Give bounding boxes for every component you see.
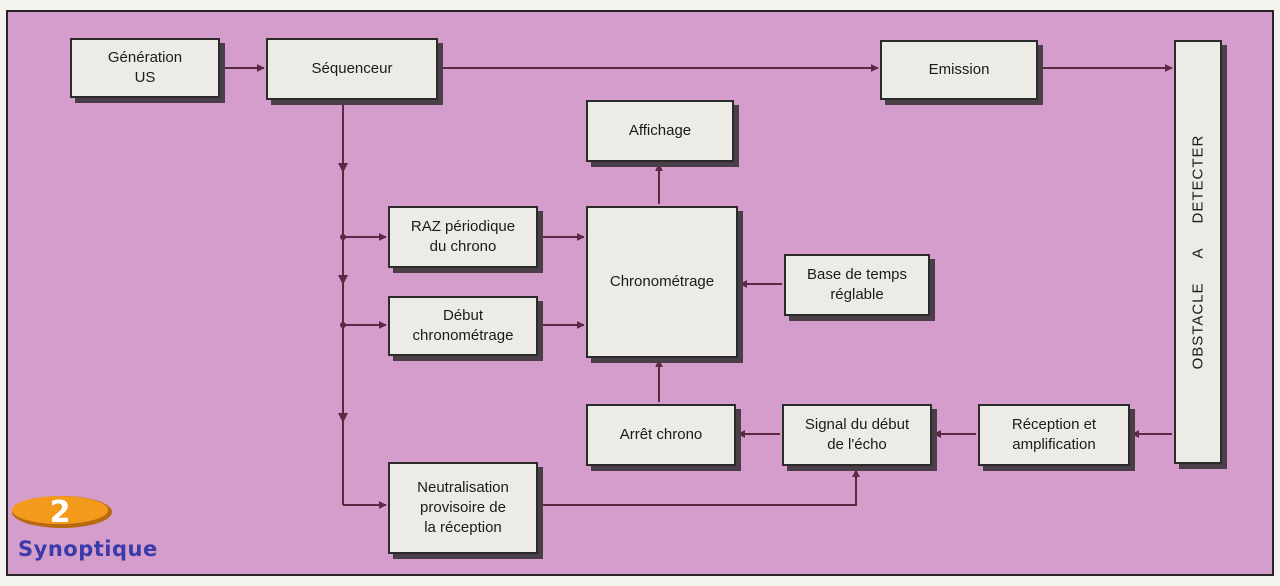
obstacle-word-1: OBSTACLE [1189,282,1207,370]
block-raz-periodique: RAZ périodique du chrono [388,206,538,268]
obstacle-word-3: DETECTER [1189,134,1207,224]
block-emission: Emission [880,40,1038,100]
block-debut-chronometrage: Début chronométrage [388,296,538,356]
badge-shape [12,496,112,528]
block-neutralisation: Neutralisation provisoire de la réception [388,462,538,554]
bus-arrowhead-2 [338,275,348,285]
block-obstacle-a-detecter: OBSTACLE A DETECTER [1174,40,1222,464]
block-affichage-label: Affichage [628,122,692,139]
block-neutralisation-line-2: provisoire de [420,499,506,516]
block-debut-line-1: Début [442,307,484,324]
block-signal-debut-echo: Signal du début de l'écho [782,404,932,466]
block-base-line-1: Base de temps [806,266,908,283]
bus-junction-raz [340,234,346,240]
block-generation-us-line-2: US [134,69,156,86]
block-sequenceur: Séquenceur [266,38,438,100]
block-sequenceur-label: Séquenceur [311,60,393,77]
block-reception-line-2: amplification [1012,436,1096,453]
bus-junction-debut [340,322,346,328]
block-raz-line-2: du chrono [429,238,497,255]
block-chronometrage-label: Chronométrage [609,273,715,290]
block-chronometrage: Chronométrage [586,206,738,358]
block-generation-us-line-1: Génération [107,49,183,66]
block-reception-amplification: Réception et amplification [978,404,1130,466]
figure-number: 2 [49,494,71,530]
block-arret-label: Arrêt chrono [619,426,703,443]
arrow-neutralisation-signal [540,469,860,506]
block-raz-line-1: RAZ périodique [410,218,516,235]
block-neutralisation-line-3: la réception [424,519,502,536]
obstacle-word-2: A [1189,247,1207,259]
block-neutralisation-line-1: Neutralisation [417,479,509,496]
bus-arrowhead-3 [338,413,348,423]
figure-number-badge: 2 [8,494,118,530]
block-base-line-2: réglable [830,286,884,303]
block-arret-chrono: Arrêt chrono [586,404,736,466]
block-signal-line-1: Signal du début [804,416,910,433]
block-emission-label: Emission [928,61,990,78]
bus-arrowhead-1 [338,163,348,173]
block-affichage: Affichage [586,100,734,162]
block-reception-line-1: Réception et [1011,416,1097,433]
block-base-de-temps: Base de temps réglable [784,254,930,316]
figure-caption: Synoptique [18,537,158,561]
block-debut-line-2: chronométrage [412,327,514,344]
block-signal-line-2: de l'écho [827,436,887,453]
